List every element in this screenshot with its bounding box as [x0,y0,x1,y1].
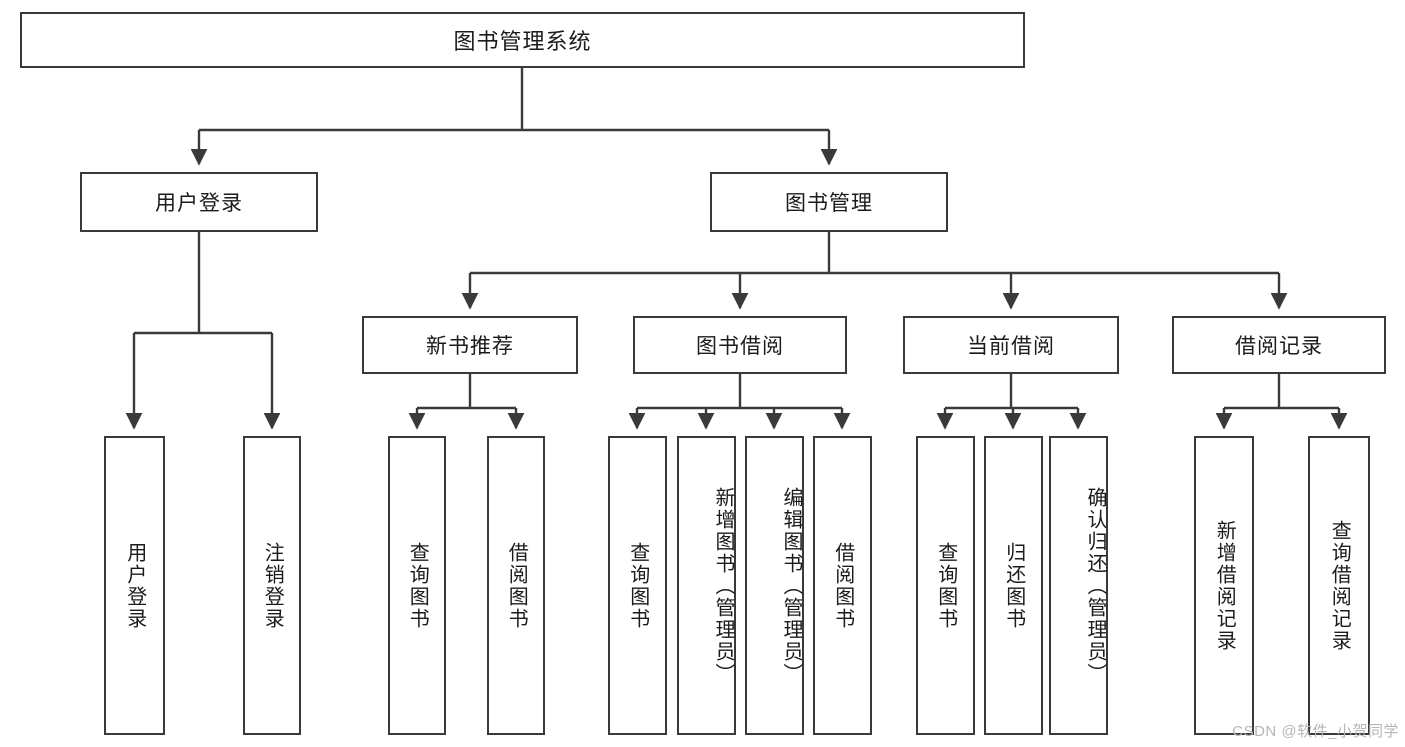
node-leaf-query-record[interactable]: 查询借阅记录 [1308,436,1370,735]
node-leaf-borrow-book-1[interactable]: 借阅图书 [487,436,545,735]
node-leaf-logout[interactable]: 注销登录 [243,436,301,735]
node-leaf-add-book[interactable]: 新增图书（管理员） [677,436,736,735]
node-user-login[interactable]: 用户登录 [80,172,318,232]
node-current-borrow[interactable]: 当前借阅 [903,316,1119,374]
node-leaf-user-login[interactable]: 用户登录 [104,436,165,735]
node-leaf-query-book-1[interactable]: 查询图书 [388,436,446,735]
node-book-manage[interactable]: 图书管理 [710,172,948,232]
node-leaf-add-record[interactable]: 新增借阅记录 [1194,436,1254,735]
node-leaf-query-book-3[interactable]: 查询图书 [916,436,975,735]
node-leaf-return-book[interactable]: 归还图书 [984,436,1043,735]
node-borrow-record[interactable]: 借阅记录 [1172,316,1386,374]
node-leaf-edit-book[interactable]: 编辑图书（管理员） [745,436,804,735]
node-leaf-query-book-2[interactable]: 查询图书 [608,436,667,735]
watermark-text: CSDN @软件_小贺同学 [1232,723,1399,740]
node-root[interactable]: 图书管理系统 [20,12,1025,68]
node-leaf-borrow-book-2[interactable]: 借阅图书 [813,436,872,735]
node-leaf-confirm-return[interactable]: 确认归还（管理员） [1049,436,1108,735]
node-new-book-recommend[interactable]: 新书推荐 [362,316,578,374]
node-book-borrow[interactable]: 图书借阅 [633,316,847,374]
